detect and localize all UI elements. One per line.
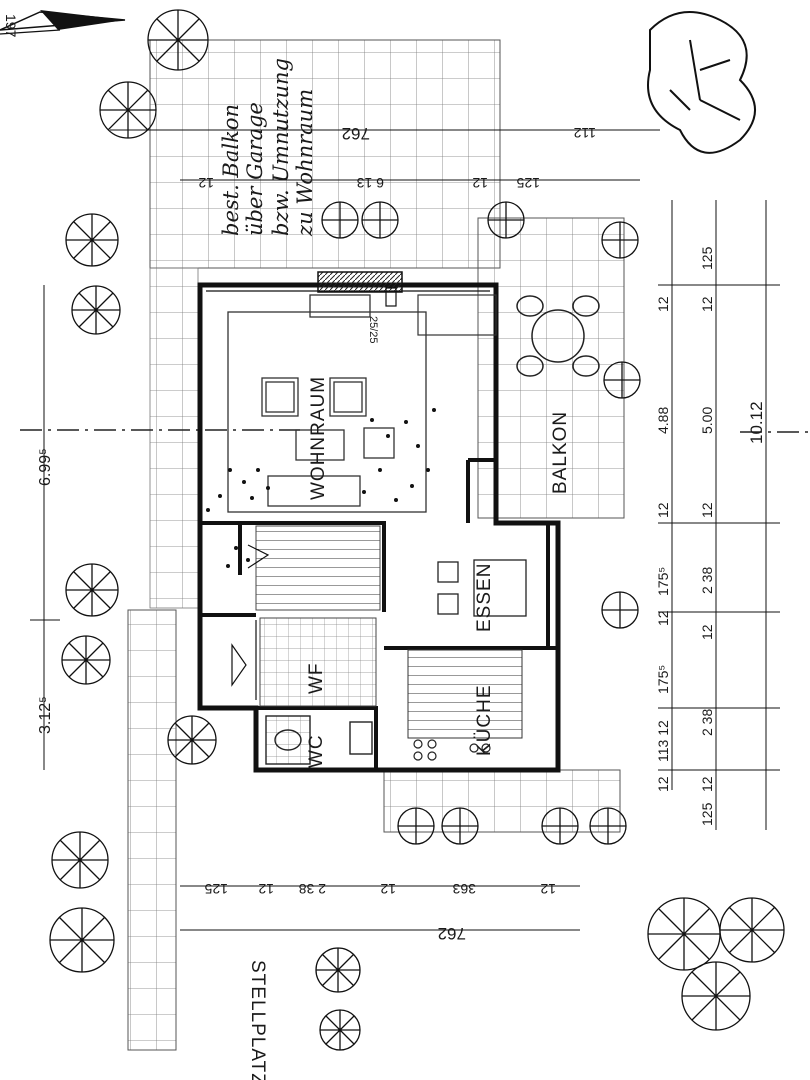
- dining-table: [437, 559, 527, 617]
- plant-dots: [206, 408, 436, 568]
- room-label-kueche: KÜCHE: [474, 684, 495, 756]
- svg-text:12: 12: [655, 610, 671, 626]
- svg-text:12: 12: [380, 881, 396, 897]
- svg-text:12: 12: [699, 296, 715, 312]
- svg-text:12: 12: [655, 296, 671, 312]
- tree-icon: [647, 11, 756, 154]
- chimney: [317, 271, 403, 293]
- corner-label: 197: [3, 14, 19, 38]
- svg-text:12: 12: [198, 175, 214, 191]
- svg-text:175⁵: 175⁵: [655, 665, 671, 694]
- svg-text:125: 125: [699, 246, 715, 270]
- room-label-wc: WC: [306, 734, 327, 768]
- svg-text:12: 12: [258, 881, 274, 897]
- svg-text:6 13: 6 13: [357, 175, 384, 191]
- dims-right-2: 125 12 5.00 12 2 38 12 2 38 12 125: [699, 246, 715, 826]
- room-label-balkon: BALKON: [550, 411, 571, 494]
- dims-top: 762 6 13 112 125 12 12: [198, 124, 596, 191]
- wf-stair-grid: [259, 617, 377, 707]
- svg-text:12: 12: [699, 776, 715, 792]
- room-label-essen: ESSEN: [474, 563, 495, 632]
- svg-text:125: 125: [699, 802, 715, 826]
- dimension-lines: [30, 129, 780, 931]
- svg-text:113 12: 113 12: [655, 720, 671, 762]
- svg-text:best. Balkon: best. Balkon: [219, 104, 243, 236]
- stair-arrow-icon: [231, 544, 270, 700]
- svg-text:3.12⁵: 3.12⁵: [37, 696, 54, 734]
- svg-text:125: 125: [204, 881, 228, 897]
- interior-walls: [200, 458, 558, 770]
- balcony-table: [516, 295, 600, 377]
- staircase: [255, 525, 381, 611]
- svg-text:762: 762: [438, 924, 466, 943]
- chimney-label: 25/25: [367, 316, 379, 344]
- kitchen-counter: [407, 649, 523, 739]
- living-furniture: [227, 294, 427, 513]
- svg-text:12: 12: [472, 175, 488, 191]
- svg-text:5.00: 5.00: [699, 407, 715, 434]
- dims-bottom: 125 12 2 38 12 363 12 762: [204, 881, 556, 943]
- terrace-paving: [127, 39, 625, 1051]
- svg-text:10.12: 10.12: [747, 401, 766, 444]
- svg-text:bzw. Umnutzung: bzw. Umnutzung: [269, 58, 293, 236]
- svg-text:12: 12: [655, 502, 671, 518]
- dims-right-3: 10.12: [747, 401, 766, 444]
- north-arrow-icon: [0, 10, 126, 35]
- room-label-wf: WF: [306, 662, 327, 694]
- svg-text:6.99⁵: 6.99⁵: [37, 448, 54, 486]
- svg-text:125: 125: [516, 175, 540, 191]
- svg-text:12: 12: [699, 624, 715, 640]
- svg-text:2 38: 2 38: [299, 881, 326, 897]
- svg-text:112: 112: [573, 125, 596, 141]
- svg-text:2 38: 2 38: [699, 567, 715, 594]
- cooktop: [413, 739, 491, 761]
- room-label-wohnraum: WOHNRAUM: [308, 376, 329, 500]
- svg-text:12: 12: [655, 776, 671, 792]
- dims-right-1: 12 4.88 12 175⁵ 12 175⁵ 113 12 12: [655, 296, 671, 792]
- axis-lines: [20, 429, 810, 433]
- plant-symbols: [49, 9, 785, 1051]
- svg-text:4.88: 4.88: [655, 407, 671, 434]
- svg-text:175⁵: 175⁵: [655, 567, 671, 596]
- svg-text:762: 762: [342, 124, 370, 143]
- svg-text:2 38: 2 38: [699, 709, 715, 736]
- balcony-planter: [417, 294, 497, 336]
- svg-text:12: 12: [699, 502, 715, 518]
- room-label-stellplatz: STELLPLATZ: [247, 960, 268, 1080]
- svg-text:12: 12: [540, 881, 556, 897]
- svg-text:über Garage: über Garage: [243, 102, 267, 236]
- wc-fixtures: [265, 715, 373, 765]
- handwritten-note: best. Balkon über Garage bzw. Umnutzung …: [219, 58, 317, 237]
- svg-text:zu Wohnraum: zu Wohnraum: [293, 89, 317, 237]
- svg-text:363: 363: [452, 881, 476, 897]
- dims-left: 6.99⁵ 3.12⁵: [37, 448, 54, 734]
